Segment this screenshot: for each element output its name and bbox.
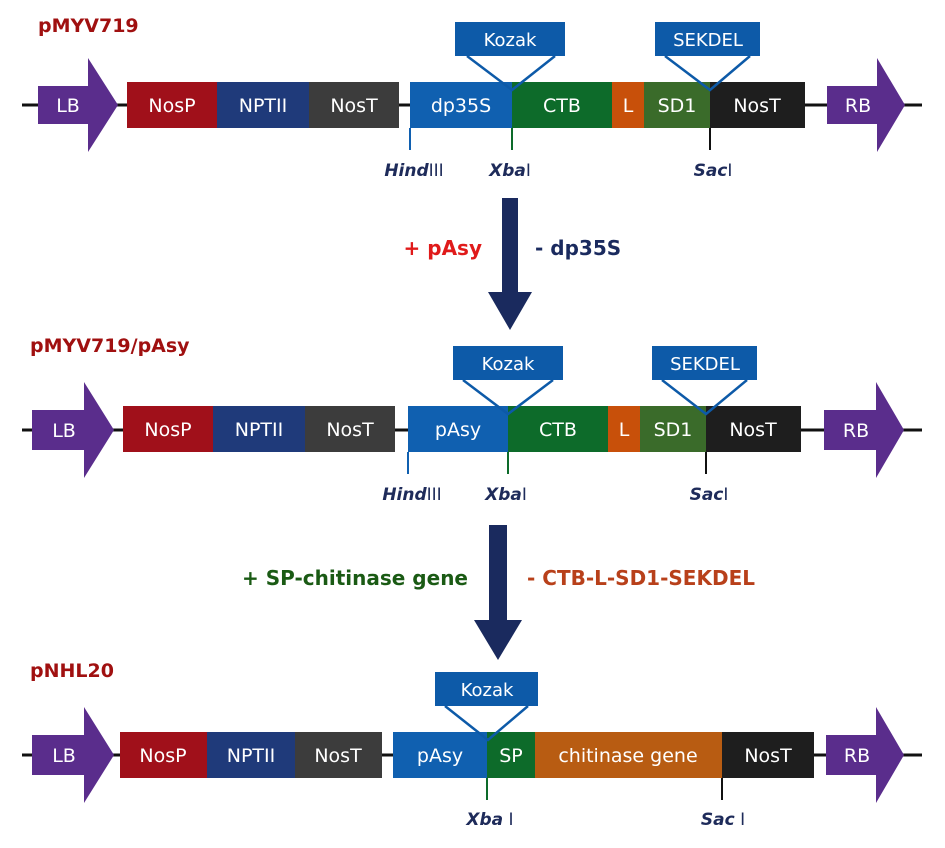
block-chitinase-gene: [535, 732, 722, 778]
block-label-rb: RB: [845, 95, 871, 117]
block-label-lb: LB: [52, 420, 76, 442]
block-label-nptii: NPTII: [227, 745, 275, 767]
block-label-dp35s: dp35S: [431, 95, 491, 117]
step-remove-label: - CTB-L-SD1-SEKDEL: [527, 566, 755, 590]
construct-title: pMYV719/pAsy: [30, 335, 190, 357]
block-label-rb: RB: [844, 745, 870, 767]
block-dp35s: [410, 82, 512, 128]
kozak-label: Kozak: [484, 30, 537, 51]
block-label-pasy: pAsy: [435, 419, 481, 441]
right-border-arrow: [827, 58, 905, 152]
block-label-nosp: NosP: [148, 95, 195, 117]
block-nptii: [217, 82, 309, 128]
block-label-nost: NosT: [314, 745, 362, 767]
kozak-tag: Kozak: [435, 672, 538, 742]
left-border-arrow: [38, 58, 118, 152]
block-nost-terminator: [706, 406, 801, 452]
step-add-label: + SP-chitinase gene: [242, 566, 468, 590]
construct-title: pMYV719: [38, 15, 139, 37]
site-xbai: XbaI: [484, 485, 527, 505]
block-nosp: [120, 732, 207, 778]
block-label-nost: NosT: [744, 745, 792, 767]
left-border-arrow: [32, 382, 114, 478]
block-label-lb: LB: [52, 745, 76, 767]
block-nptii: [213, 406, 305, 452]
block-nosp: [123, 406, 213, 452]
block-label-nptii: NPTII: [239, 95, 287, 117]
block-label-sd1: SD1: [658, 95, 697, 117]
block-label-ctb: CTB: [543, 95, 581, 117]
site-xbai: Xba I: [465, 810, 513, 830]
site-xbai: XbaI: [488, 161, 531, 181]
block-nosp: [127, 82, 217, 128]
construct-pmyv719-pasy: pMYV719/pAsy LB NosP NPTII NosT pAsy CTB…: [22, 335, 922, 505]
block-label-nost: NosT: [729, 419, 777, 441]
sekdel-label: SEKDEL: [673, 30, 743, 51]
kozak-tag: Kozak: [455, 22, 565, 92]
block-signal-peptide: [487, 732, 535, 778]
site-hindiii: HindIII: [382, 485, 441, 505]
block-label-nost: NosT: [326, 419, 374, 441]
left-border-arrow: [32, 707, 114, 803]
block-pasy: [408, 406, 508, 452]
right-border-arrow: [824, 382, 904, 478]
site-saci: Sac I: [701, 810, 745, 830]
site-saci: SacI: [690, 485, 729, 505]
block-label-sp: SP: [499, 745, 523, 767]
block-nost-terminator: [710, 82, 805, 128]
block-label-nptii: NPTII: [235, 419, 283, 441]
block-sd1: [640, 406, 706, 452]
step-remove-label: - dp35S: [535, 236, 621, 260]
block-label-ctb: CTB: [539, 419, 577, 441]
block-label-nost: NosT: [733, 95, 781, 117]
block-label-linker: L: [619, 419, 630, 441]
block-nptii: [207, 732, 295, 778]
block-label-linker: L: [623, 95, 634, 117]
step-add-label: + pAsy: [404, 236, 482, 260]
block-linker: [612, 82, 644, 128]
block-ctb: [508, 406, 608, 452]
block-label-rb: RB: [843, 420, 869, 442]
block-label-nosp: NosP: [139, 745, 186, 767]
block-ctb: [512, 82, 612, 128]
down-arrow: [488, 198, 532, 330]
sekdel-tag: SEKDEL: [655, 22, 760, 92]
step-2: + SP-chitinase gene - CTB-L-SD1-SEKDEL: [242, 525, 755, 660]
block-label-pasy: pAsy: [417, 745, 463, 767]
block-nost-selection: [305, 406, 395, 452]
kozak-label: Kozak: [482, 354, 535, 375]
block-nost-selection: [295, 732, 382, 778]
block-label-sd1: SD1: [654, 419, 693, 441]
step-1: + pAsy - dp35S: [404, 198, 621, 330]
kozak-tag: Kozak: [453, 346, 563, 416]
block-nost-terminator: [722, 732, 814, 778]
sekdel-label: SEKDEL: [670, 354, 740, 375]
construct-pnhl20: pNHL20 LB NosP NPTII NosT pAsy SP chitin…: [22, 660, 922, 830]
block-nost-selection: [309, 82, 399, 128]
block-label-lb: LB: [56, 95, 80, 117]
sekdel-tag: SEKDEL: [652, 346, 757, 416]
right-border-arrow: [826, 707, 904, 803]
site-saci: SacI: [694, 161, 733, 181]
block-linker: [608, 406, 640, 452]
construct-title: pNHL20: [30, 660, 114, 682]
construct-pmyv719: pMYV719 LB NosP NPTII NosT dp35S CTB L S…: [22, 15, 922, 181]
block-label-nosp: NosP: [144, 419, 191, 441]
block-label-nost: NosT: [330, 95, 378, 117]
kozak-label: Kozak: [461, 680, 514, 701]
block-sd1: [644, 82, 710, 128]
block-pasy: [393, 732, 487, 778]
block-label-chitinase: chitinase gene: [558, 745, 697, 767]
site-hindiii: HindIII: [384, 161, 443, 181]
down-arrow: [474, 525, 522, 660]
